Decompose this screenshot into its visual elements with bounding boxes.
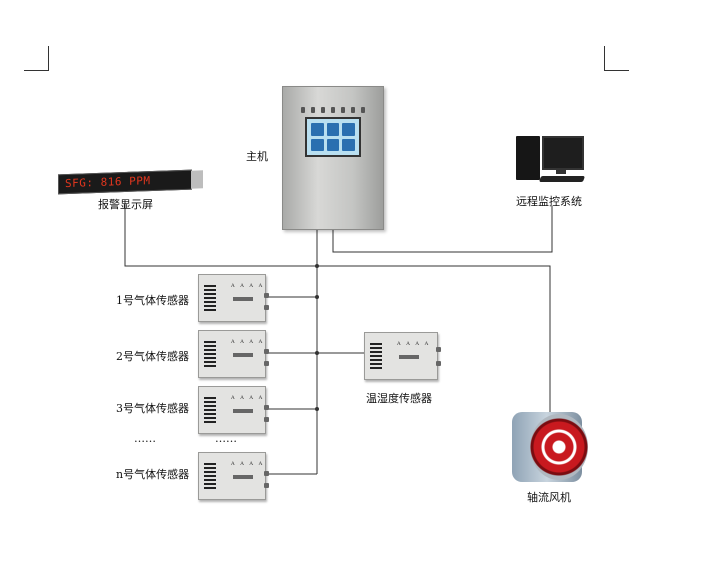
junction-dot: [315, 407, 319, 411]
crop-mark-right: [604, 46, 629, 71]
axial-fan-icon: [530, 414, 588, 480]
wire-remote-monitoring: [332, 206, 553, 253]
gas-sensor-1-label: 1号气体传感器: [116, 294, 189, 307]
junction-dot: [315, 351, 319, 355]
alarm-display-label: 报警显示屏: [98, 198, 153, 211]
junction-dot: [315, 295, 319, 299]
junction-dot: [315, 264, 319, 268]
gas-sensor-2: A A A A: [198, 330, 269, 378]
ellipsis-mid: ……: [215, 432, 237, 445]
main-unit-cabinet: [282, 86, 384, 230]
keyboard-icon: [538, 176, 586, 182]
computer-tower-icon: [516, 136, 540, 180]
monitor-stand: [556, 168, 566, 174]
gas-sensor-3: A A A A: [198, 386, 269, 434]
gas-sensor-n-label: n号气体传感器: [116, 468, 190, 481]
crop-mark-left: [24, 46, 49, 71]
wire-alarm-display: [124, 200, 551, 420]
gas-sensor-n: A A A A: [198, 452, 269, 500]
gas-sensor-3-label: 3号气体传感器: [116, 402, 189, 415]
touch-screen: [305, 117, 361, 157]
axial-fan-label: 轴流风机: [527, 491, 571, 504]
alarm-display-readout: SFG: 816 PPM: [65, 174, 151, 191]
temp-humidity-sensor: A A A A: [364, 332, 441, 380]
remote-monitoring-label: 远程监控系统: [516, 195, 582, 208]
monitor-icon: [542, 136, 584, 170]
gas-sensor-2-label: 2号气体传感器: [116, 350, 189, 363]
indicator-lights: [301, 107, 365, 113]
main-unit-label: 主机: [246, 150, 268, 163]
gas-sensor-1: A A A A: [198, 274, 269, 322]
ellipsis-left: ……: [134, 432, 156, 445]
temp-humidity-sensor-label: 温湿度传感器: [366, 392, 432, 405]
